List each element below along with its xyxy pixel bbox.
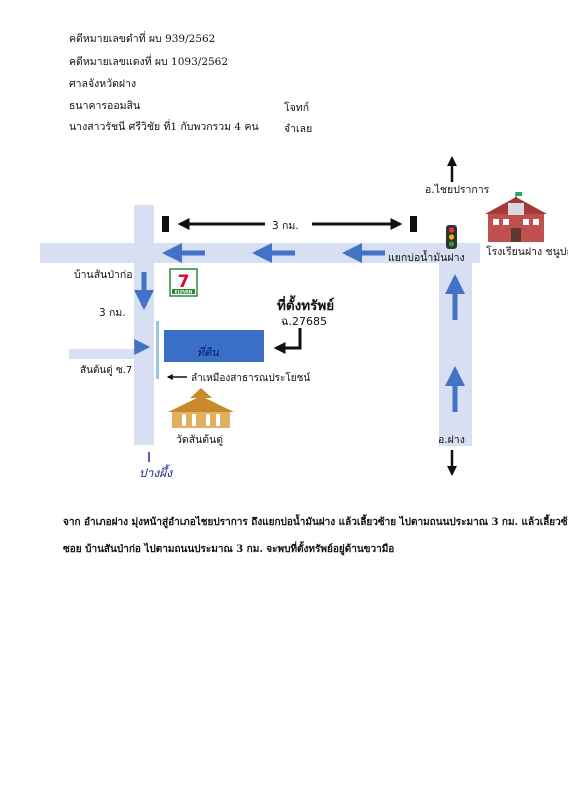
side-road — [69, 349, 134, 359]
route-description-line-2: ซอย บ้านสันป่าก่อ ไปตามถนนประมาณ 3 กม. จ… — [63, 544, 395, 555]
temple-icon — [168, 388, 234, 428]
ban-san-pa-ko-label: บ้านสันป่าก่อ — [74, 269, 133, 281]
parcel-label: ที่ดิน — [197, 344, 219, 359]
school-label: โรงเรียนฝาง ชนูปถัมภ์ — [486, 245, 568, 258]
distance-marker-right — [410, 216, 417, 232]
fang-label: อ.ฝาง — [438, 434, 465, 446]
defendant-name: นางสาวรัชนี ศรีวิชัย ที่1 กับพวกรวม 4 คน — [69, 121, 259, 133]
soi-road — [134, 205, 154, 445]
defendant-role: จำเลย — [284, 123, 313, 135]
case-number-red: คดีหมายเลขแดงที่ ผบ 1093/2562 — [69, 56, 229, 68]
property-label: ที่ตั้งทรัพย์ — [277, 295, 334, 314]
distance-top-label: 3 กม. — [272, 220, 299, 232]
public-lane — [156, 321, 159, 379]
junction-label: แยกบ่อน้ำมันฝาง — [388, 250, 465, 264]
temple-label: วัดสันต้นดู่ — [176, 434, 223, 446]
svg-text:7: 7 — [178, 272, 190, 292]
distance-marker-left — [162, 216, 169, 232]
pang-phueng-label: ปางผึ้ง — [139, 464, 173, 480]
public-lane-label: ลำเหมืองสาธารณประโยชน์ — [191, 371, 310, 384]
plaintiff-role: โจทก์ — [284, 102, 310, 114]
case-number-black: คดีหมายเลขดำที่ ผบ 939/2562 — [69, 33, 216, 45]
plaintiff-name: ธนาคารออมสิน — [69, 100, 141, 112]
deed-label: ฉ.27685 — [281, 315, 327, 328]
route-description-line-1: จาก อำเภอฝาง มุ่งหน้าสู่อำเภอไชยปราการ ถ… — [63, 517, 568, 528]
main-road-vertical — [439, 243, 472, 446]
distance-side-label: 3 กม. — [99, 307, 126, 319]
court-name: ศาลจังหวัดฝาง — [69, 78, 137, 90]
property-parcel — [164, 330, 264, 362]
seven-eleven-icon: 7 ELEVEN — [169, 268, 198, 297]
chai-prakan-label: อ.ไชยปราการ — [425, 183, 490, 196]
traffic-light-icon — [446, 225, 457, 249]
school-icon — [485, 192, 547, 242]
property-pointer — [273, 328, 302, 354]
svg-text:ELEVEN: ELEVEN — [175, 289, 192, 294]
san-ton-du-soi-label: สันต้นดู่ ซ.7 — [80, 364, 132, 376]
